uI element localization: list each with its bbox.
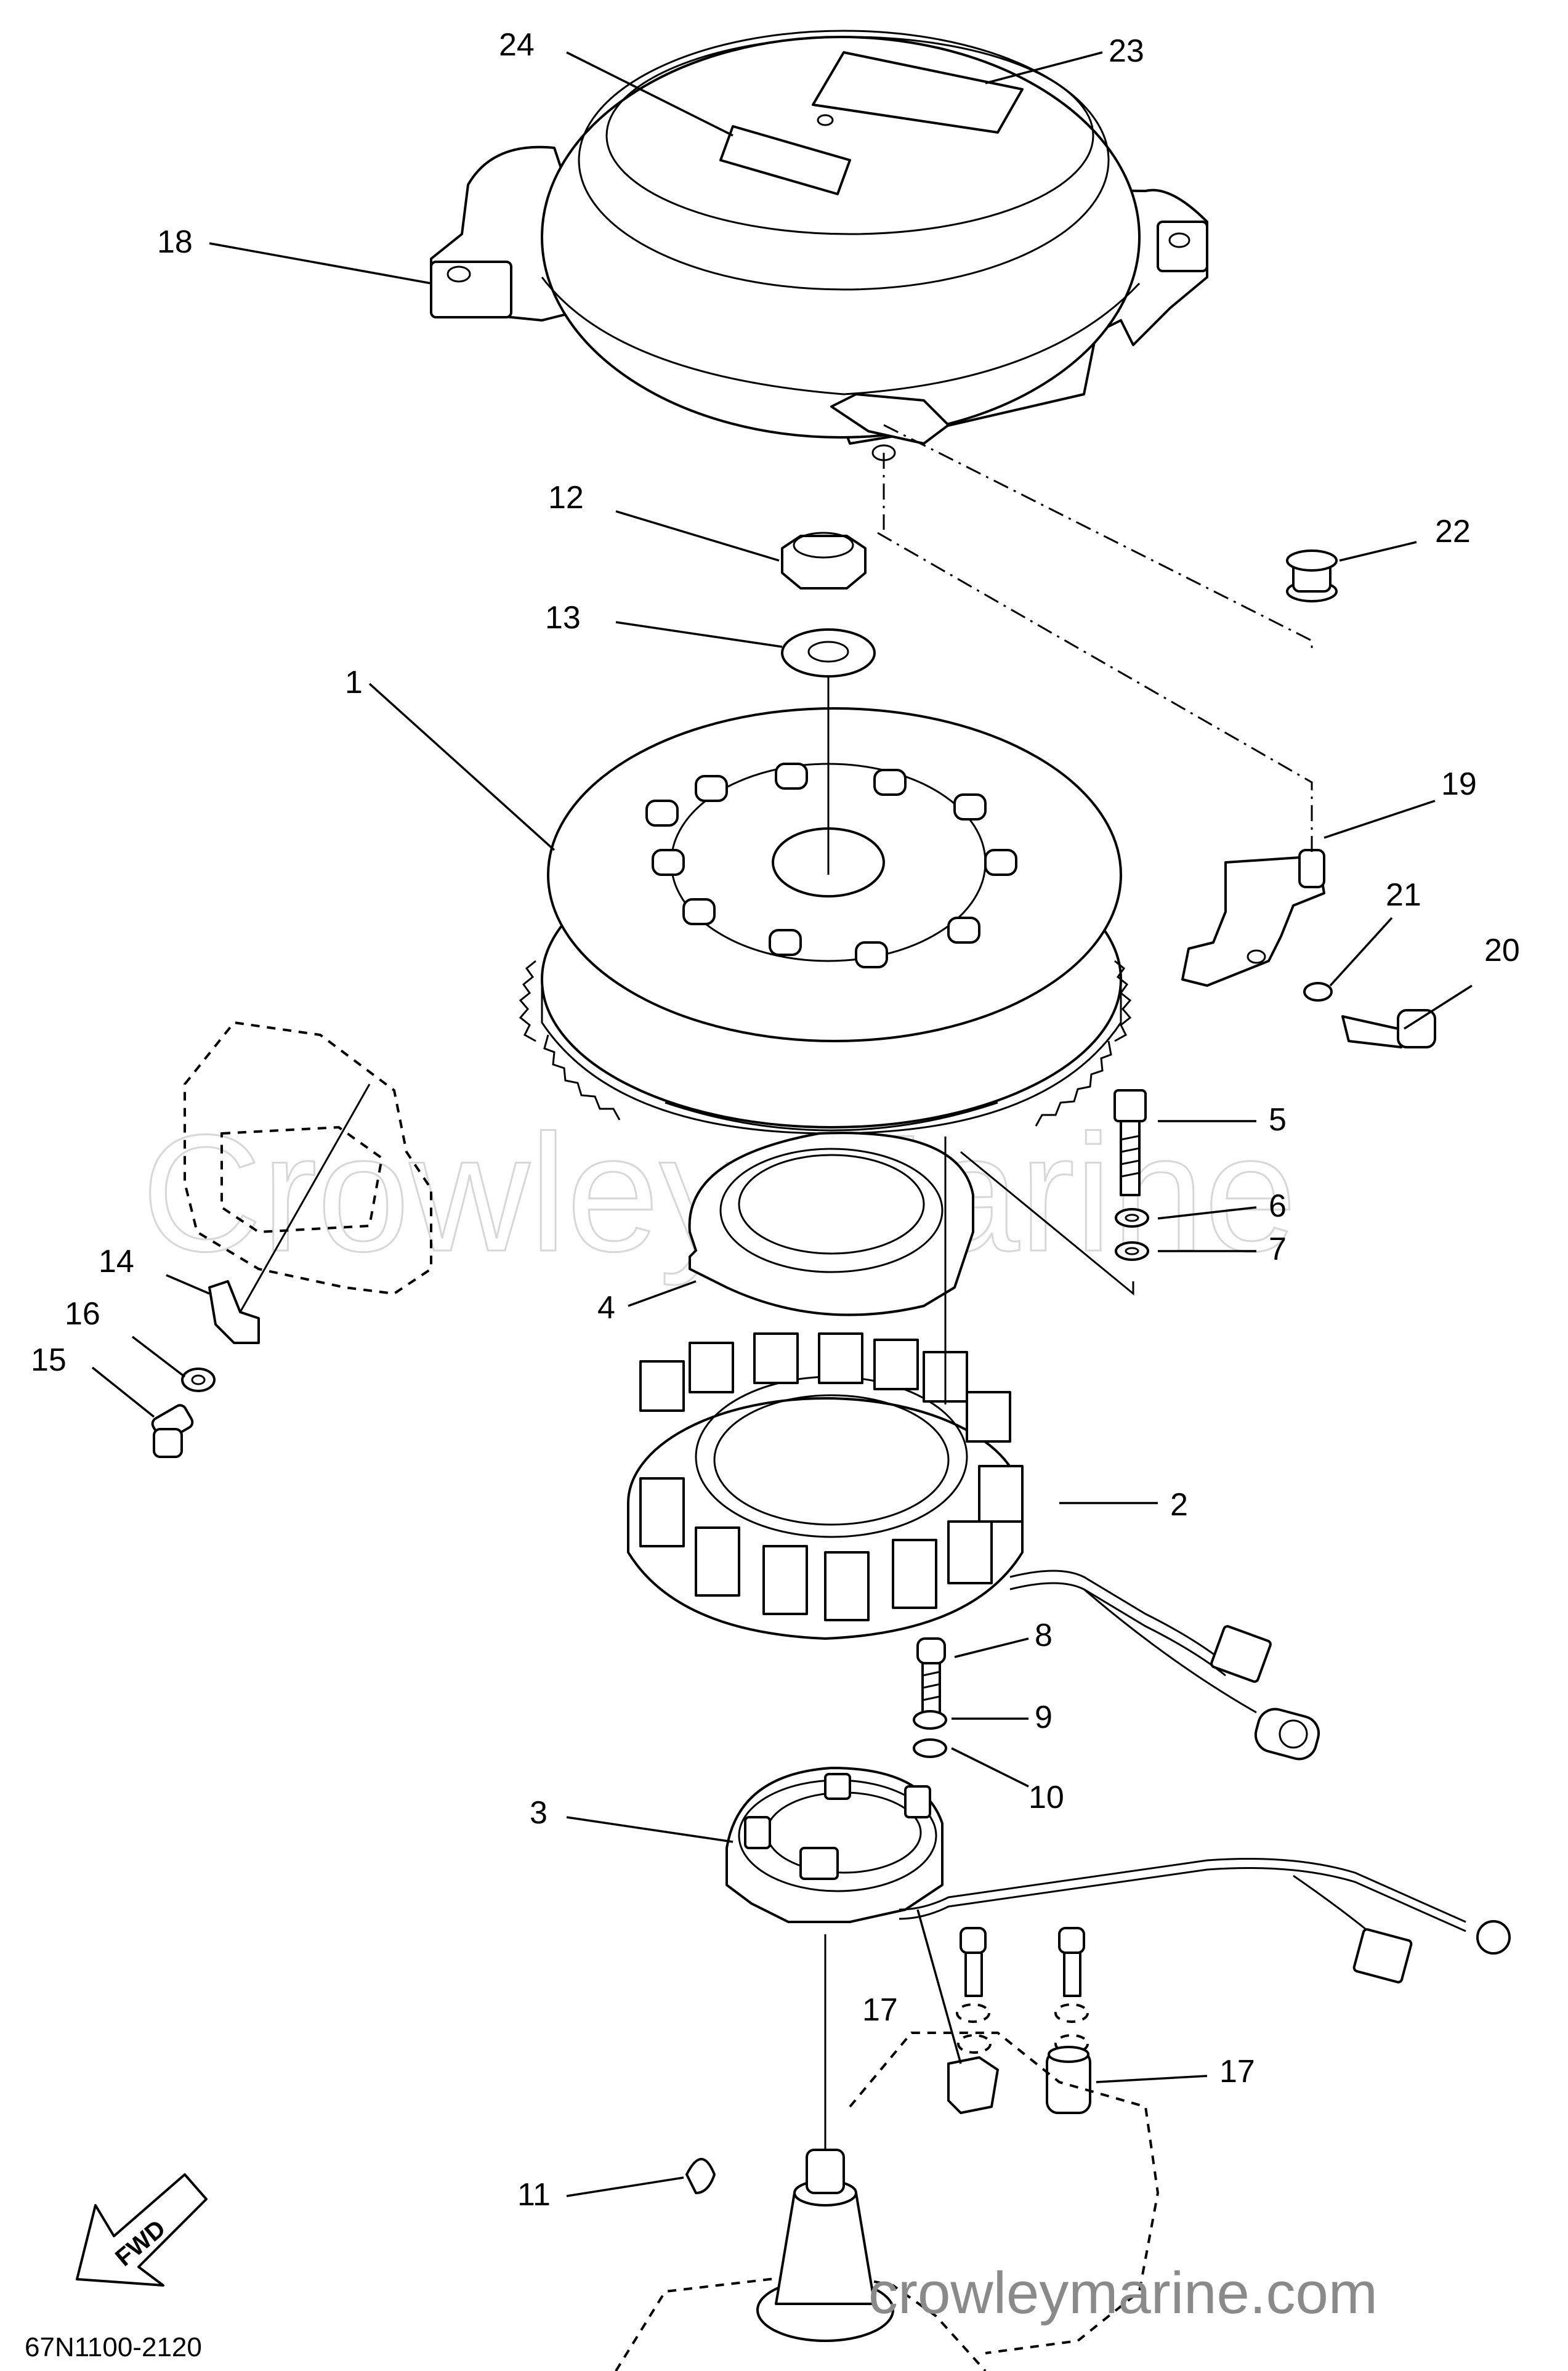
bracket-bolt — [1341, 1009, 1436, 1048]
callout-6: 6 — [1269, 1188, 1287, 1224]
callout-8: 8 — [1035, 1618, 1053, 1653]
damper-left — [947, 2056, 999, 2114]
leader-17-left — [916, 1909, 962, 2064]
leader-1 — [368, 683, 556, 851]
leader-12 — [615, 510, 780, 562]
flywheel — [519, 678, 1132, 1135]
callout-15: 15 — [31, 1342, 67, 1378]
damper-right — [1046, 2046, 1091, 2114]
pulser-coil — [725, 1767, 1511, 2168]
flywheel-washer — [781, 628, 876, 678]
leader-8 — [954, 1637, 1029, 1658]
callout-7: 7 — [1269, 1231, 1287, 1267]
callout-17-left: 17 — [862, 1992, 898, 2028]
callout-18: 18 — [157, 224, 193, 260]
callout-9: 9 — [1035, 1700, 1053, 1735]
bracket-washer — [1303, 982, 1333, 1002]
bracket — [1181, 849, 1325, 987]
callout-14: 14 — [99, 1244, 134, 1279]
lock-washer — [1115, 1208, 1149, 1228]
callout-12: 12 — [548, 480, 584, 516]
callout-19: 19 — [1441, 766, 1477, 802]
pulser-screw — [916, 1637, 946, 1720]
callout-21: 21 — [1386, 877, 1421, 913]
pulser-washer — [913, 1738, 947, 1758]
mount-bolt-left — [956, 1927, 992, 2054]
leader-14 — [166, 1274, 210, 1295]
callout-24: 24 — [499, 27, 535, 63]
mount-bolt-right — [1054, 1927, 1089, 2054]
washer-16 — [181, 1368, 216, 1392]
leader-22 — [1339, 541, 1417, 562]
callout-4: 4 — [597, 1290, 615, 1326]
leader-4 — [628, 1280, 697, 1307]
cover-label-24 — [719, 125, 851, 195]
stator-bolt — [1113, 1089, 1147, 1196]
callout-11: 11 — [517, 2177, 551, 2213]
flywheel-nut — [781, 532, 867, 590]
screw-15 — [151, 1404, 194, 1458]
crankshaft-base — [615, 2032, 1160, 2371]
callout-2: 2 — [1170, 1487, 1188, 1523]
callout-1: 1 — [345, 665, 363, 700]
leader-19 — [1324, 800, 1436, 839]
leader-24 — [566, 51, 733, 137]
callout-23: 23 — [1109, 33, 1144, 69]
leader-11 — [566, 2176, 684, 2197]
callout-10: 10 — [1028, 1780, 1064, 1815]
stator-base-plate — [688, 1132, 974, 1316]
cover-label-23 — [812, 51, 1024, 134]
leader-6 — [1157, 1206, 1257, 1220]
woodruff-key — [685, 2158, 716, 2194]
drawing-code: 67N1100-2120 — [25, 2332, 202, 2362]
pulser-bracket — [208, 1280, 260, 1344]
flywheel-cover — [430, 30, 1208, 461]
plain-washer — [1115, 1241, 1149, 1261]
leader-23 — [985, 51, 1103, 84]
leader-20 — [1404, 984, 1473, 1030]
fwd-arrow: FWD — [76, 2173, 208, 2287]
leader-18 — [209, 242, 432, 285]
callout-16: 16 — [65, 1296, 100, 1332]
leader-10 — [951, 1747, 1029, 1788]
callout-17-right: 17 — [1219, 2054, 1255, 2089]
website-text: crowleymarine.com — [868, 2260, 1378, 2326]
leader-17-right — [1096, 2075, 1208, 2083]
leader-3 — [566, 1816, 733, 1843]
callout-3: 3 — [530, 1795, 548, 1831]
leader-15 — [91, 1366, 155, 1418]
grommet — [1286, 549, 1338, 602]
ghost-mount-plate — [184, 1021, 432, 1295]
callout-20: 20 — [1484, 933, 1520, 968]
leader-21 — [1329, 917, 1393, 987]
pulser-lock-washer — [913, 1710, 947, 1730]
stator-coil — [627, 1137, 1320, 1761]
callout-5: 5 — [1269, 1102, 1287, 1138]
leader-13 — [615, 621, 783, 648]
leader-16 — [131, 1335, 186, 1378]
callout-13: 13 — [545, 600, 581, 636]
callout-22: 22 — [1435, 514, 1471, 549]
